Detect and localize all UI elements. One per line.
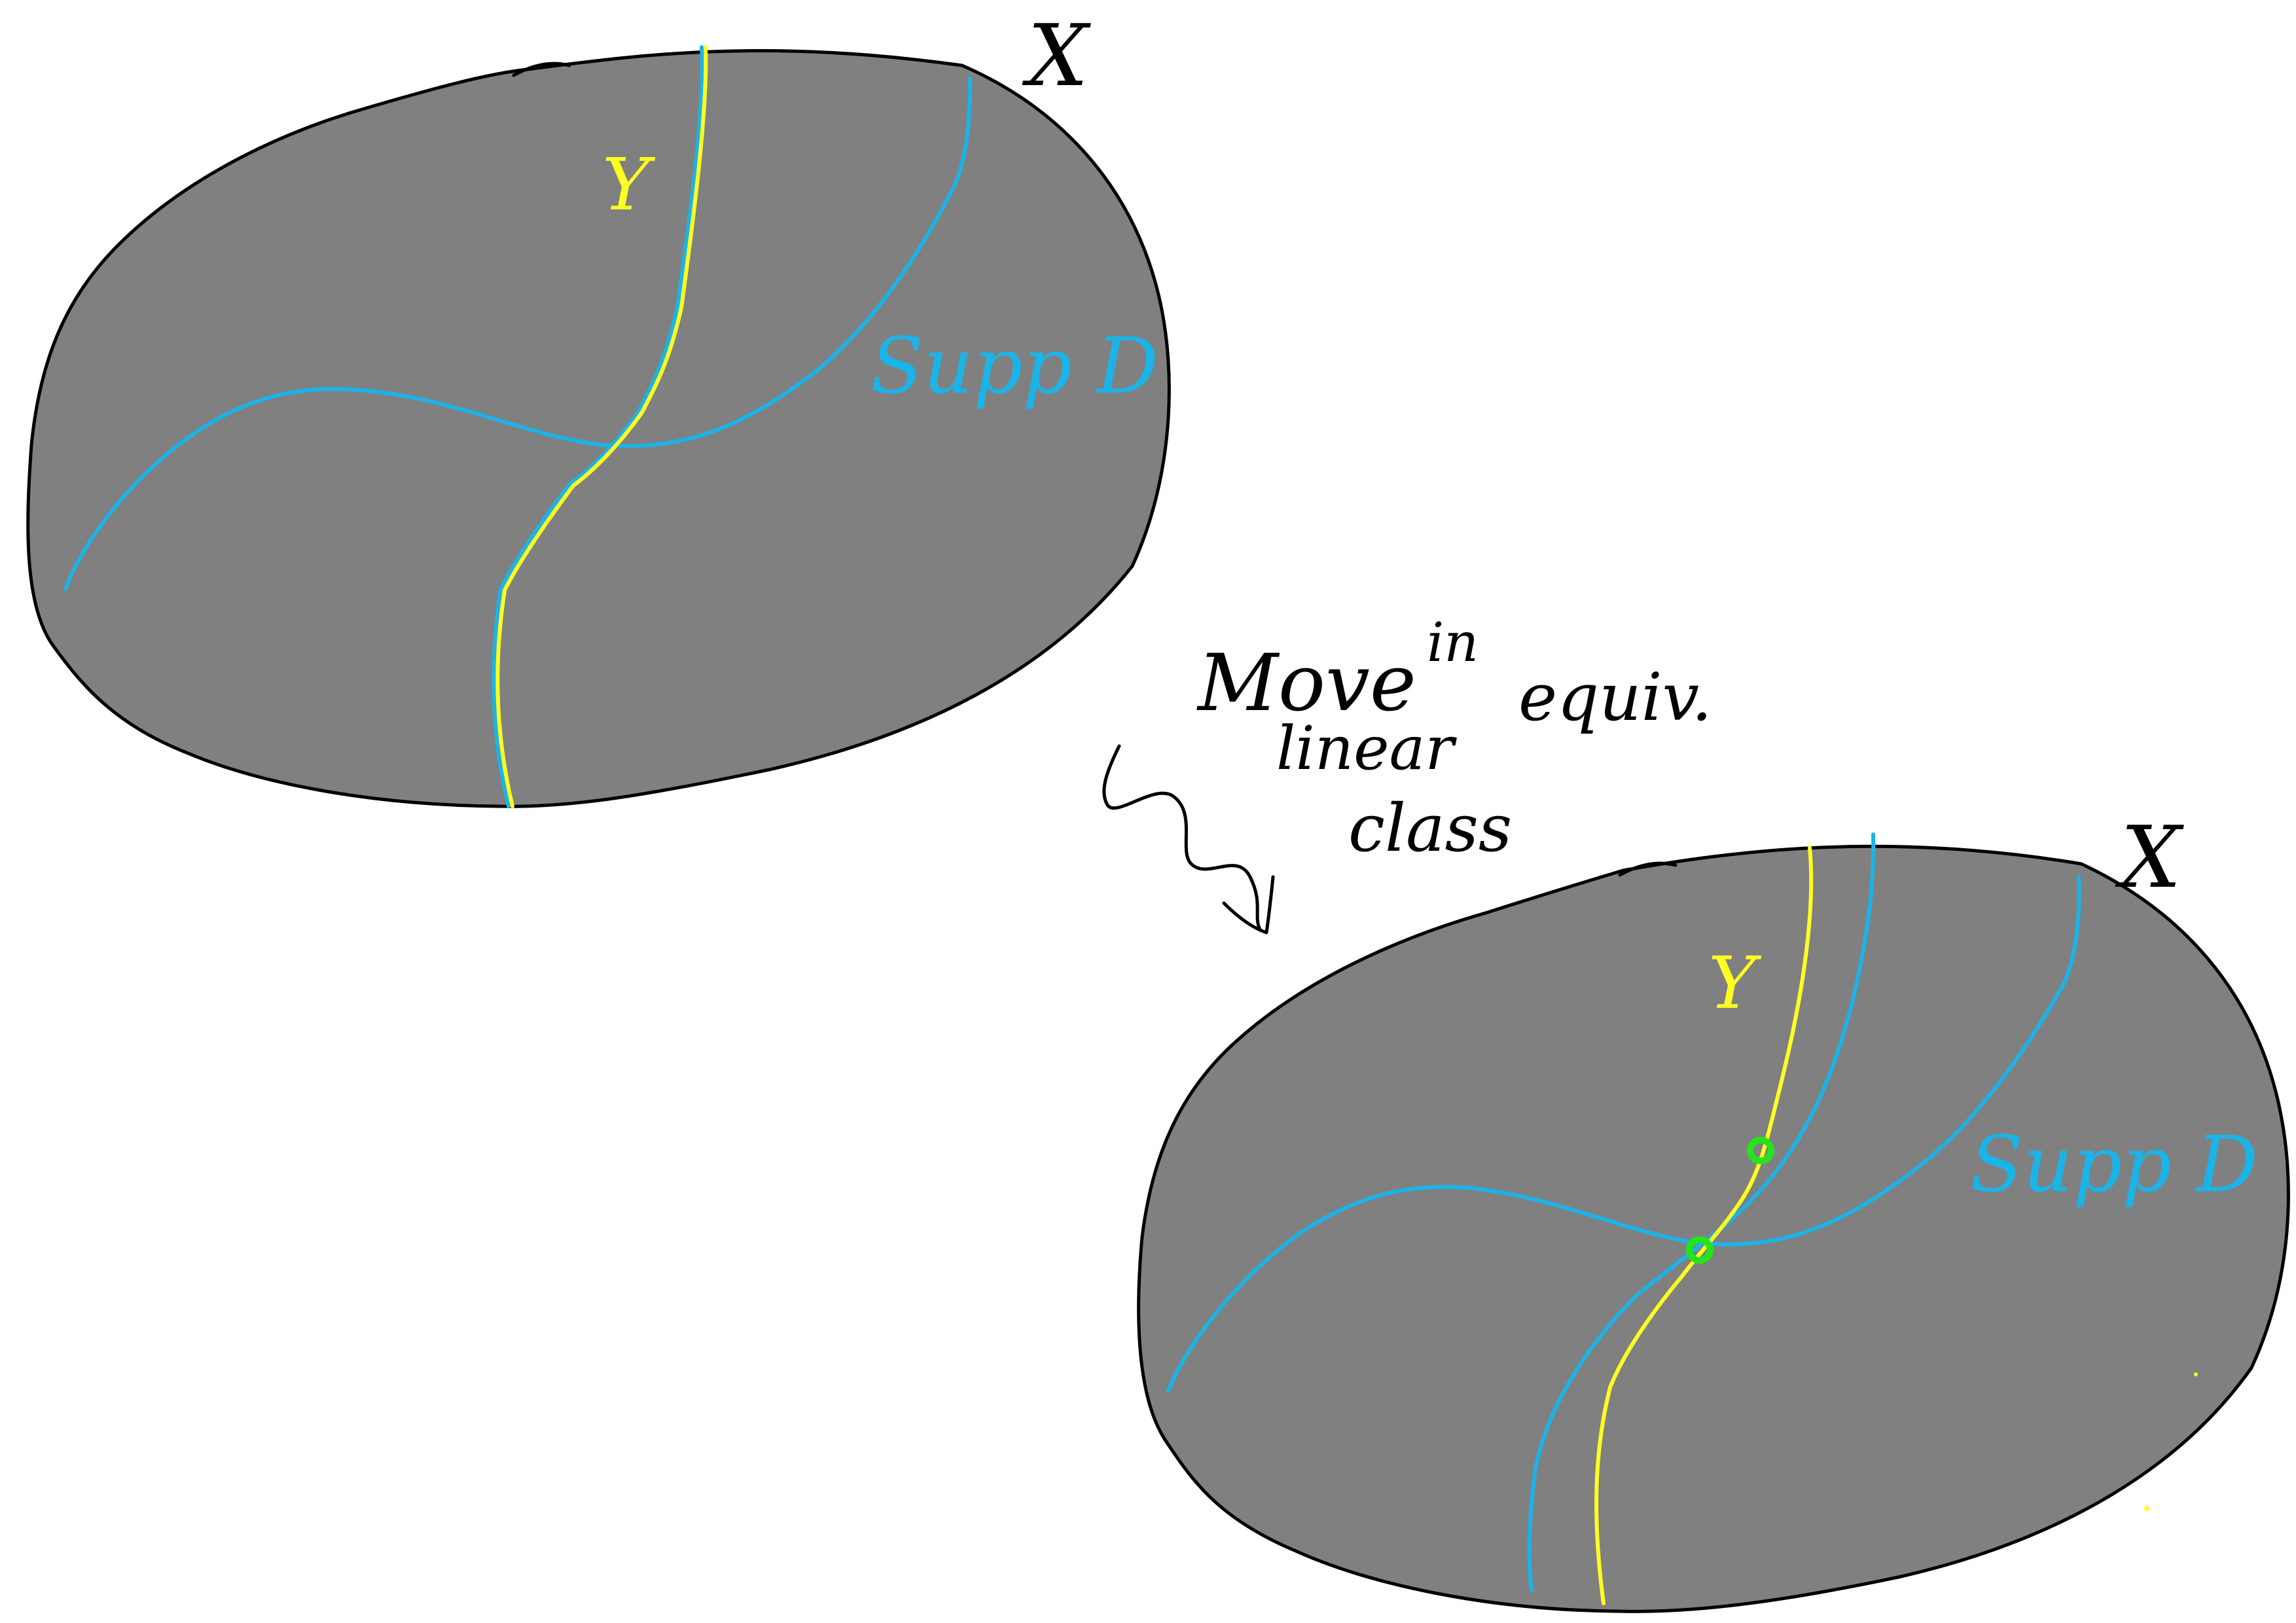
annotation-equiv: equiv. xyxy=(1518,659,1712,736)
squiggly-arrow-down-icon xyxy=(1102,744,1275,935)
top-subvariety-curve xyxy=(495,45,708,808)
top-outline-overstroke xyxy=(512,62,571,77)
bottom-figure: X Y Supp D xyxy=(1137,808,2290,1613)
top-divisor-curve-vertical xyxy=(492,45,704,808)
squiggly-arrow-head xyxy=(1222,875,1275,935)
bottom-yellow-speck-2 xyxy=(2194,1372,2198,1376)
bottom-divisor-label: Supp D xyxy=(1970,1119,2258,1209)
bottom-divisor-curve-vertical xyxy=(1527,832,1876,1592)
top-space-label: X xyxy=(1022,6,1091,105)
top-divisor-curve-main xyxy=(63,77,972,591)
bottom-yellow-speck xyxy=(2144,1506,2149,1511)
bottom-subvariety-label: Y xyxy=(1708,941,1762,1025)
top-space-surface xyxy=(26,48,1171,808)
bottom-subvariety-curve xyxy=(1594,846,1814,1605)
bottom-intersection-point-2 xyxy=(1686,1236,1713,1264)
annotation-class: class xyxy=(1348,790,1512,866)
annotation-linear: linear xyxy=(1276,713,1457,783)
bottom-intersection-point-1 xyxy=(1747,1137,1774,1164)
top-subvariety-label: Y xyxy=(602,143,656,226)
annotation-in: in xyxy=(1427,612,1479,674)
top-figure: X Y Supp D xyxy=(26,6,1171,808)
bottom-outline-overstroke xyxy=(1618,861,1677,877)
annotation-move: Move xyxy=(1196,638,1416,729)
bottom-space-label: X xyxy=(2115,808,2184,907)
squiggly-arrow-shaft xyxy=(1102,744,1262,931)
top-divisor-label: Supp D xyxy=(870,321,1158,411)
bottom-space-surface xyxy=(1137,844,2290,1613)
annotation: Move in linear equiv. class xyxy=(1102,612,1712,935)
